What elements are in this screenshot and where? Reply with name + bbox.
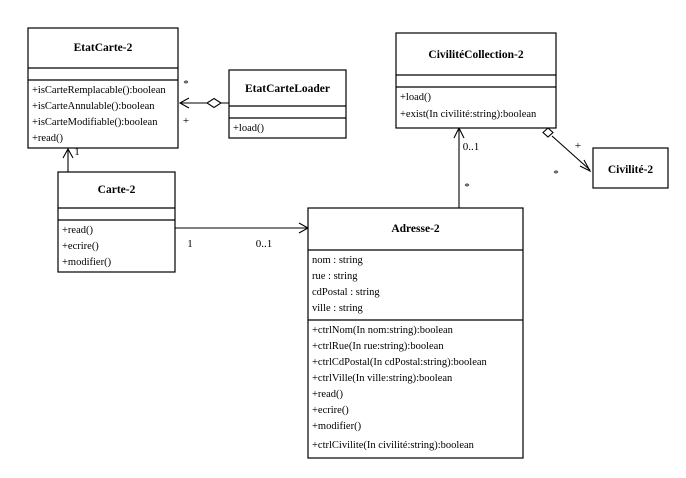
class-method: +read() — [62, 225, 93, 236]
class-frame — [592, 147, 669, 189]
class-method: +modifier() — [62, 257, 112, 268]
class-method: +read() — [32, 133, 63, 144]
relation-label-loader-plus: + — [183, 115, 189, 127]
aggregation-diamond-icon — [542, 127, 554, 138]
class-box-etatcarteloader[interactable]: EtatCarteLoader +load() — [228, 69, 347, 139]
relation-carte2-etatcarte2[interactable]: 1 — [62, 146, 80, 172]
class-method: +load() — [233, 123, 264, 134]
class-title: Civilité-2 — [608, 164, 654, 176]
class-frame — [27, 27, 179, 149]
class-method: +ctrlVille(In ville:string):boolean — [312, 373, 453, 384]
class-method: +isCarteAnnulable():boolean — [32, 101, 155, 112]
class-title: CivilitéCollection-2 — [428, 49, 523, 61]
relation-etatcarteloader-etatcarte2[interactable]: * + — [178, 78, 229, 127]
class-title: Adresse-2 — [391, 223, 440, 235]
class-method: +isCarteRemplacable():boolean — [32, 85, 166, 96]
relation-label-civilite-star: * — [553, 168, 559, 180]
class-method: +exist(In civilité:string):boolean — [400, 109, 537, 120]
relation-label-collection-side: 0..1 — [463, 141, 480, 153]
class-frame — [57, 171, 176, 273]
class-method: +read() — [312, 389, 343, 400]
relation-label-carte-side: 1 — [187, 238, 193, 250]
relation-label-loader-star: * — [183, 78, 189, 90]
class-method: +ctrlCdPostal(In cdPostal:string):boolea… — [312, 357, 488, 368]
class-box-civilite-2[interactable]: Civilité-2 — [592, 147, 669, 189]
relation-label-carte-etatcarte: 1 — [74, 146, 80, 158]
arrow-head-icon — [579, 159, 592, 173]
class-attribute: cdPostal : string — [312, 287, 380, 298]
relation-label-adresse-up-star: * — [464, 181, 470, 193]
class-title: EtatCarte-2 — [74, 42, 133, 54]
class-method: +ecrire() — [62, 241, 99, 252]
class-method: +ctrlRue(In rue:string):boolean — [312, 341, 444, 352]
class-frame — [395, 32, 557, 129]
class-box-carte-2[interactable]: Carte-2 +read() +ecrire() +modifier() — [57, 171, 176, 273]
class-method: +ecrire() — [312, 405, 349, 416]
class-method: +ctrlCivilite(In civilité:string):boolea… — [312, 440, 475, 451]
class-box-civilitecollection-2[interactable]: CivilitéCollection-2 +load() +exist(In c… — [395, 32, 557, 129]
aggregation-diamond-icon — [205, 97, 223, 109]
arrow-head-icon — [62, 147, 74, 159]
relation-label-civilite-plus: + — [575, 140, 581, 152]
class-method: +isCarteModifiable():boolean — [32, 117, 158, 128]
class-title: Carte-2 — [98, 184, 136, 196]
relation-label-adresse-side: 0..1 — [256, 238, 273, 250]
class-title: EtatCarteLoader — [245, 83, 330, 95]
relation-carte2-adresse2[interactable]: 1 0..1 — [175, 222, 310, 250]
class-method: +load() — [400, 92, 431, 103]
class-box-adresse-2[interactable]: Adresse-2 nom : string rue : string cdPo… — [307, 207, 524, 459]
class-frame — [228, 69, 347, 139]
class-method: +ctrlNom(In nom:string):boolean — [312, 325, 454, 336]
arrow-head-icon — [178, 97, 190, 109]
relation-civilitecollection2-civilite2[interactable]: + * — [542, 127, 592, 180]
class-method: +modifier() — [312, 421, 362, 432]
class-attribute: rue : string — [312, 271, 358, 282]
class-box-etatcarte-2[interactable]: EtatCarte-2 +isCarteRemplacable():boolea… — [27, 27, 179, 149]
class-attribute: ville : string — [312, 303, 363, 314]
relation-adresse2-civilitecollection2[interactable]: 0..1 * — [453, 126, 480, 208]
edge-line — [551, 135, 591, 171]
class-attribute: nom : string — [312, 255, 364, 266]
